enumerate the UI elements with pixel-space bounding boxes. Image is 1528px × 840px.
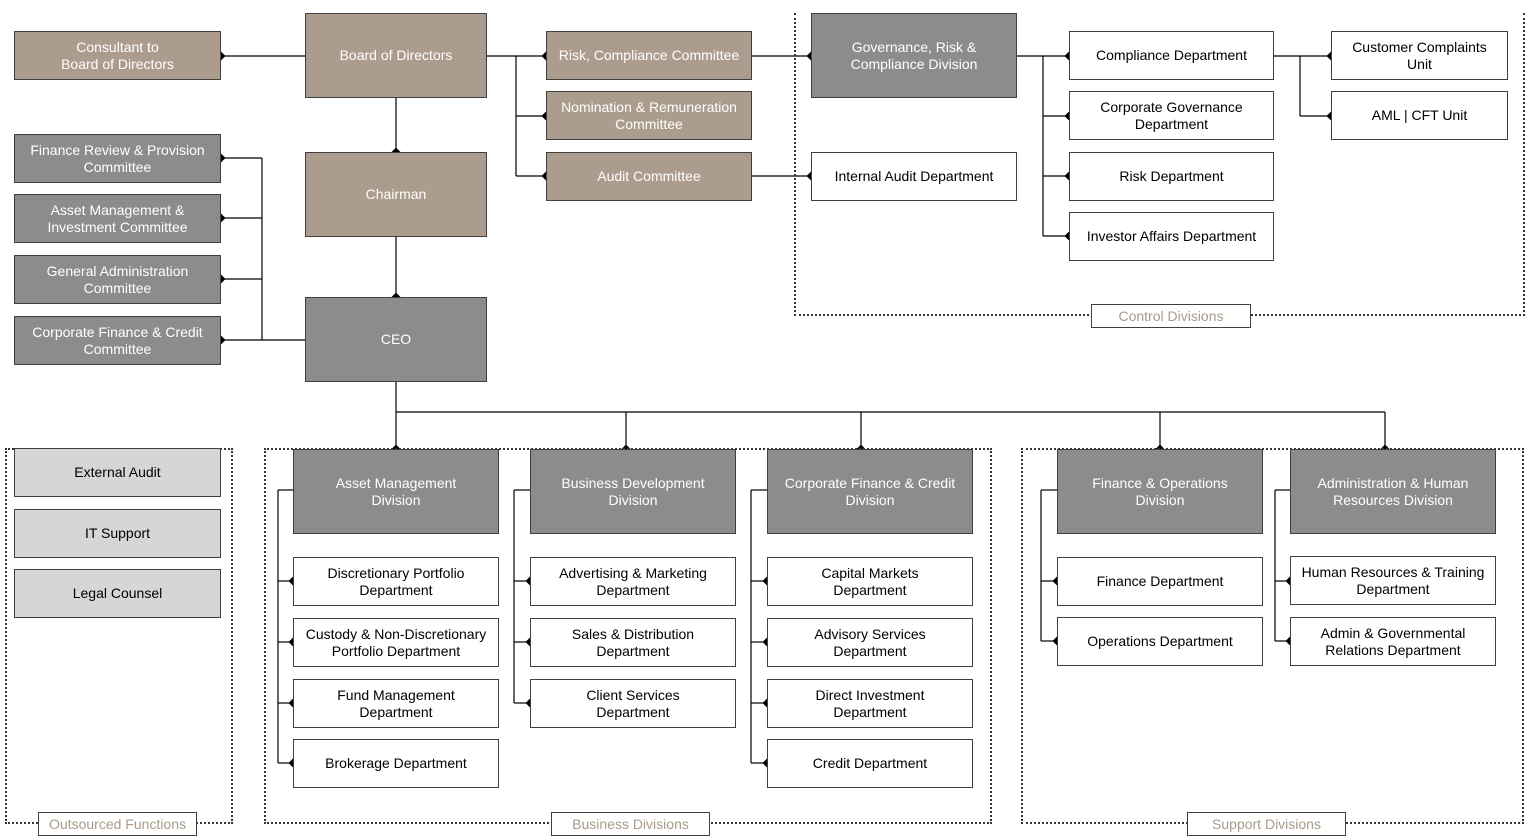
consultant-box: Consultant to Board of Directors: [14, 31, 221, 80]
committee-box: Finance Review & Provision Committee: [14, 134, 221, 183]
asset-management-division-box: Asset Management Division: [293, 449, 499, 534]
corporate-finance-division-box: Corporate Finance & Credit Division: [767, 449, 973, 534]
committee-box: Asset Management & Investment Committee: [14, 194, 221, 243]
business-divisions-label: Business Divisions: [551, 812, 710, 836]
department-box: Direct Investment Department: [767, 679, 973, 728]
risk-compliance-committee-box: Risk, Compliance Committee: [546, 31, 752, 80]
board-of-directors-box: Board of Directors: [305, 13, 487, 98]
business-development-division-box: Business Development Division: [530, 449, 736, 534]
internal-audit-box: Internal Audit Department: [811, 152, 1017, 201]
committee-box: Corporate Finance & Credit Committee: [14, 316, 221, 365]
support-divisions-label: Support Divisions: [1187, 812, 1346, 836]
nomination-committee-box: Nomination & Remuneration Committee: [546, 91, 752, 140]
outsourced-function-box: External Audit: [14, 448, 221, 497]
control-department-box: Compliance Department: [1069, 31, 1274, 80]
department-box: Credit Department: [767, 739, 973, 788]
chairman-box: Chairman: [305, 152, 487, 237]
outsourced-function-box: Legal Counsel: [14, 569, 221, 618]
department-box: Sales & Distribution Department: [530, 618, 736, 667]
grc-division-box: Governance, Risk & Compliance Division: [811, 13, 1017, 98]
department-box: Operations Department: [1057, 617, 1263, 666]
department-box: Client Services Department: [530, 679, 736, 728]
admin-hr-division-box: Administration & Human Resources Divisio…: [1290, 449, 1496, 534]
department-box: Advisory Services Department: [767, 618, 973, 667]
department-box: Human Resources & Training Department: [1290, 556, 1496, 605]
department-box: Custody & Non-Discretionary Portfolio De…: [293, 618, 499, 667]
control-department-box: Corporate Governance Department: [1069, 91, 1274, 140]
outsourced-functions-group: [5, 448, 233, 824]
department-box: Brokerage Department: [293, 739, 499, 788]
outsourced-functions-label: Outsourced Functions: [38, 812, 197, 836]
outsourced-function-box: IT Support: [14, 509, 221, 558]
finance-operations-division-box: Finance & Operations Division: [1057, 449, 1263, 534]
department-box: Admin & Governmental Relations Departmen…: [1290, 617, 1496, 666]
control-department-box: Investor Affairs Department: [1069, 212, 1274, 261]
department-box: Capital Markets Department: [767, 557, 973, 606]
department-box: Discretionary Portfolio Department: [293, 557, 499, 606]
committee-box: General Administration Committee: [14, 255, 221, 304]
audit-committee-box: Audit Committee: [546, 152, 752, 201]
control-department-box: Risk Department: [1069, 152, 1274, 201]
ceo-box: CEO: [305, 297, 487, 382]
control-unit-box: AML | CFT Unit: [1331, 91, 1508, 140]
control-divisions-label: Control Divisions: [1091, 304, 1251, 328]
department-box: Fund Management Department: [293, 679, 499, 728]
department-box: Finance Department: [1057, 557, 1263, 606]
control-unit-box: Customer Complaints Unit: [1331, 31, 1508, 80]
department-box: Advertising & Marketing Department: [530, 557, 736, 606]
